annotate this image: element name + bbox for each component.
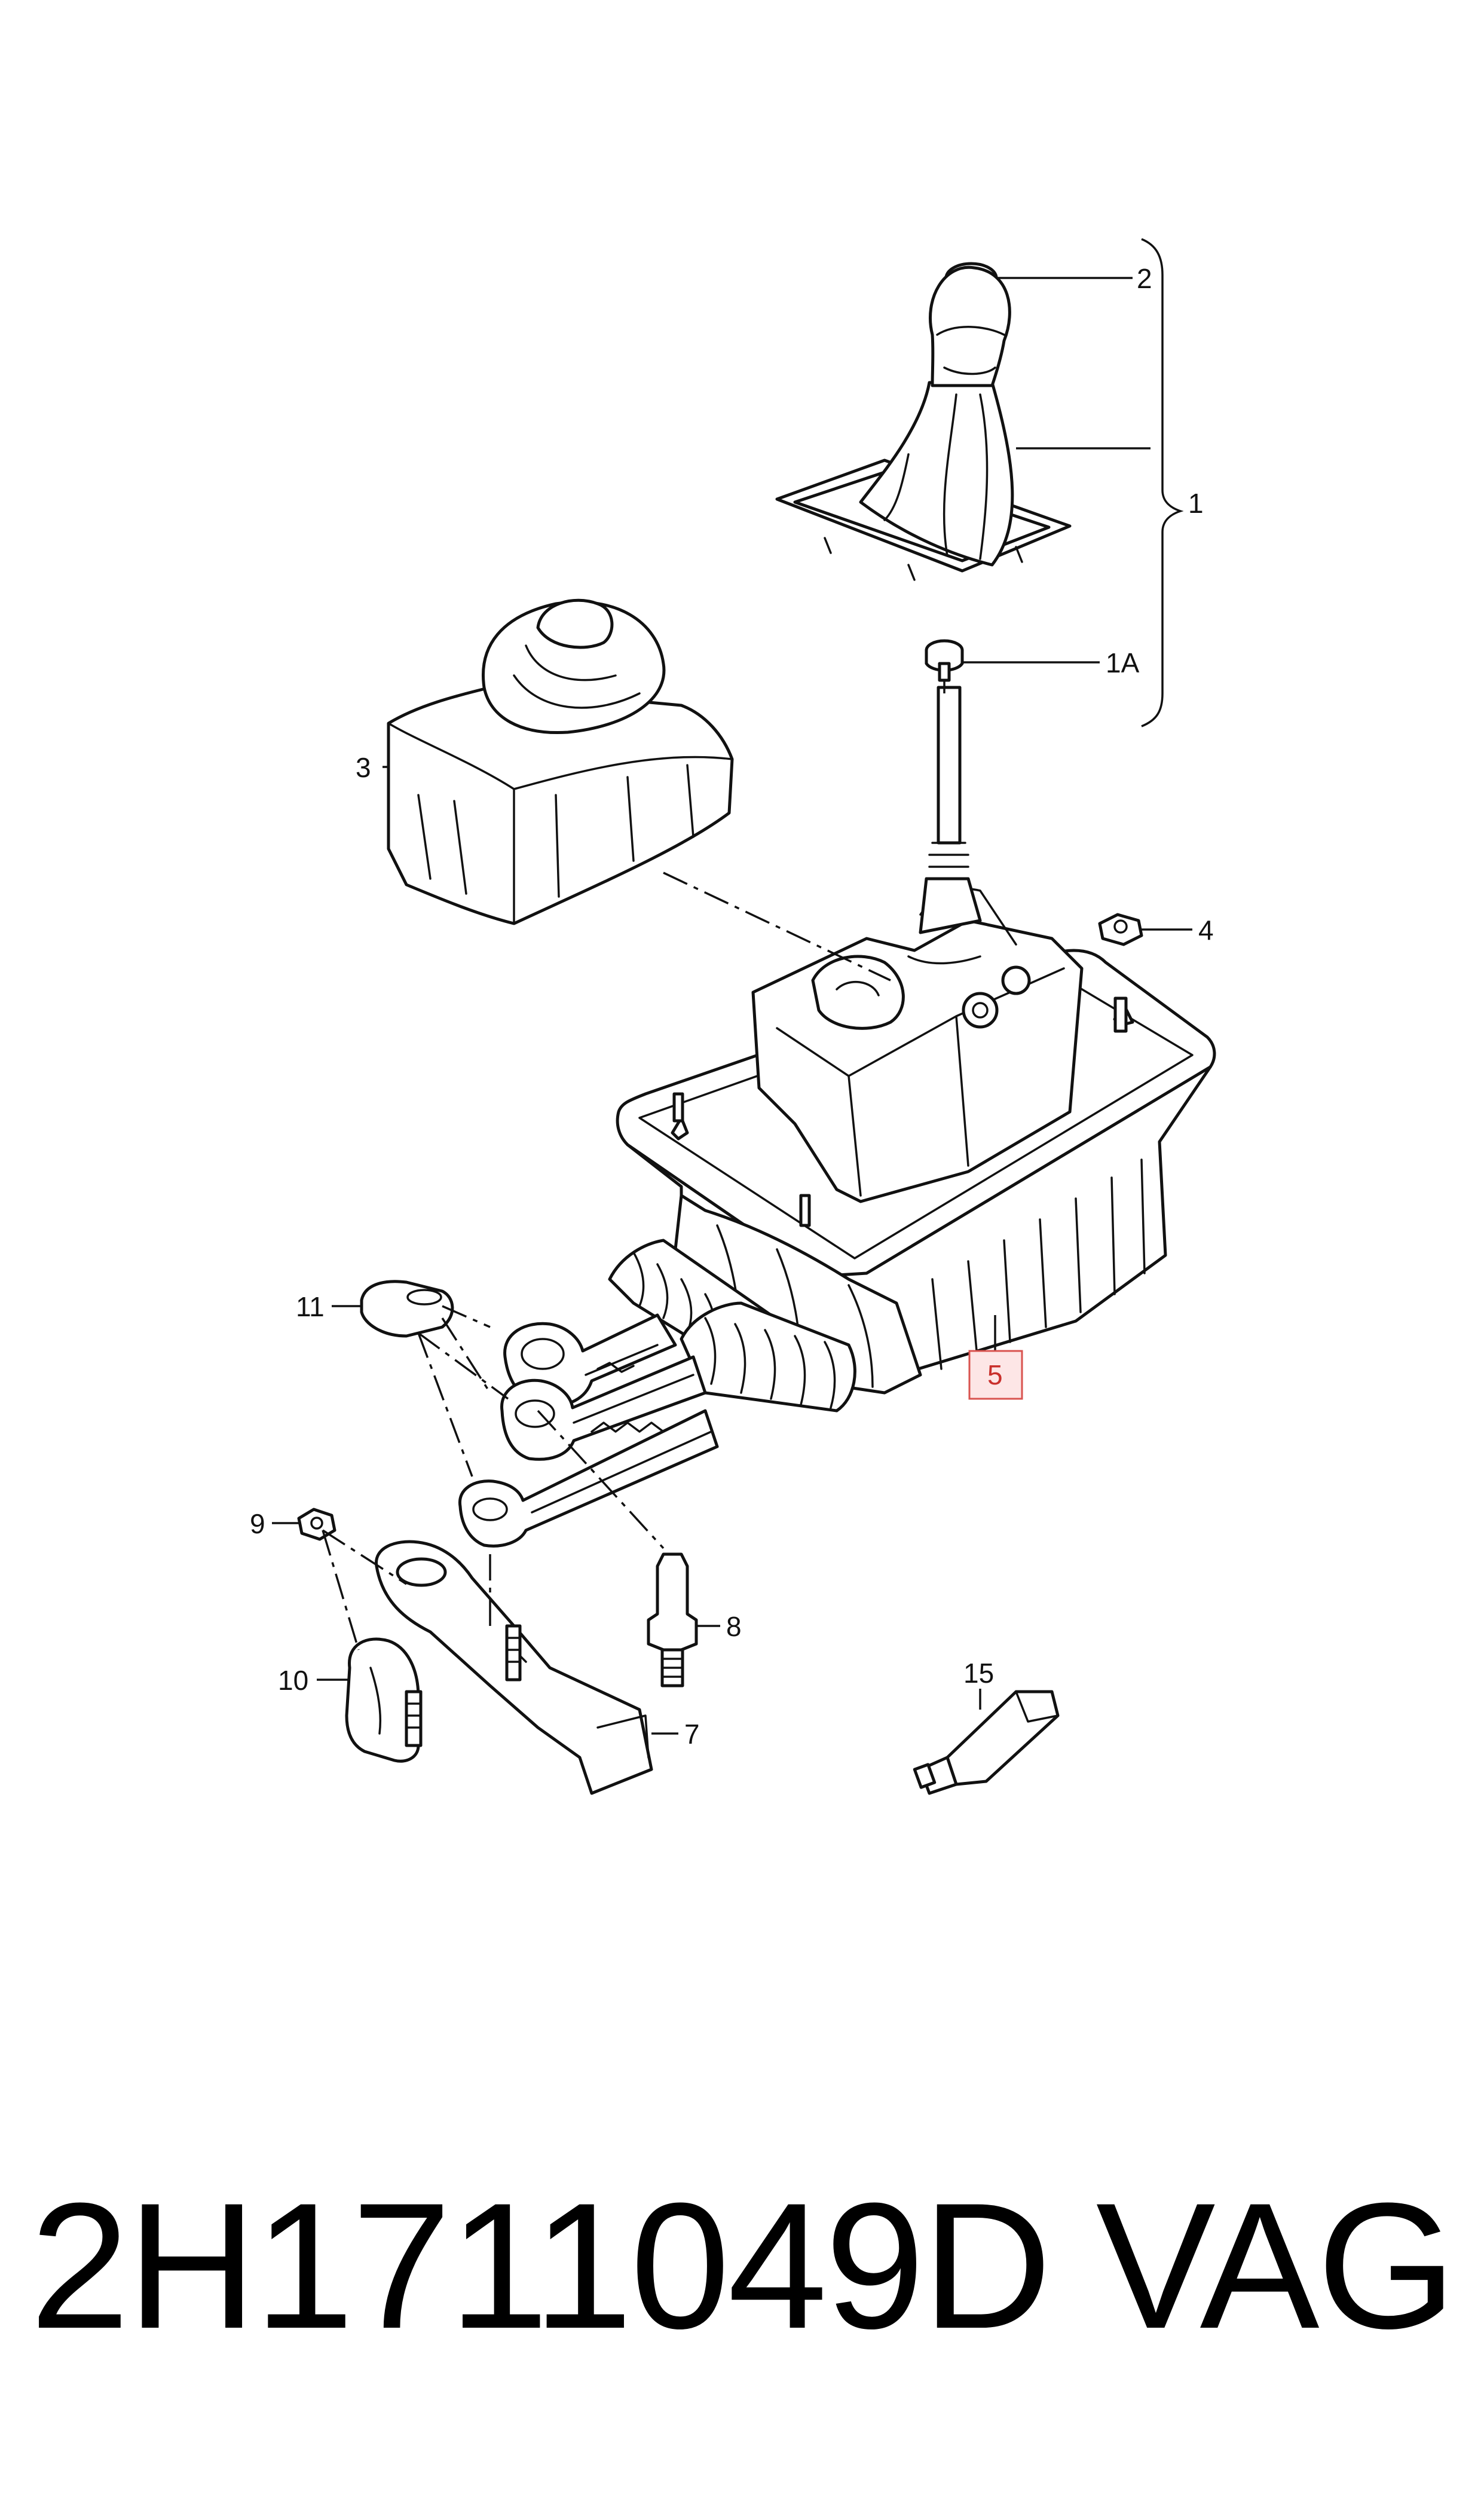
callout-11: 11: [296, 1291, 325, 1322]
gear-knob-with-boot: [775, 265, 1072, 581]
callout-9: 9: [250, 1508, 265, 1539]
grease-tube-15: [913, 1690, 1060, 1795]
callout-labels: 2 1 1A 3 4 5 11 9 10 8 7 15: [250, 263, 1214, 1750]
gear-selector-housing: [616, 877, 1216, 1395]
mounting-bracket-10: [345, 1637, 423, 1763]
callout-2: 2: [1137, 263, 1152, 294]
brand-name: VAG: [1096, 2165, 1457, 2366]
callout-1: 1: [1188, 488, 1204, 519]
shift-rod: [928, 686, 969, 880]
callout-5-highlight: [968, 1350, 1023, 1400]
caption-footer: 2H1711049D VAG: [30, 2165, 1457, 2366]
shift-rod-clip: [925, 639, 964, 682]
callout-5: 5: [987, 1359, 1003, 1390]
shift-cables-with-bellows: [458, 1239, 856, 1548]
assembly-lines: [322, 681, 946, 1650]
leader-lines: [272, 277, 1192, 1735]
callout-8: 8: [726, 1611, 742, 1642]
callout-10: 10: [278, 1665, 308, 1696]
retaining-clip-11: [360, 1280, 454, 1338]
exploded-parts-diagram: 2 1 1A 3 4 5 11 9 10 8 7 15: [250, 238, 1216, 1795]
group-bracket-1: [1141, 238, 1184, 727]
callout-3: 3: [356, 752, 371, 783]
callout-4: 4: [1198, 915, 1214, 946]
part-number: 2H1711049D: [30, 2165, 1052, 2366]
hex-nut-4: [1098, 913, 1143, 1033]
insulation-cover: [387, 598, 734, 925]
gear-shift-bracket-7: [375, 1540, 653, 1795]
callout-7: 7: [684, 1719, 700, 1750]
callout-1a: 1A: [1106, 647, 1140, 678]
stud-bolt-8: [647, 1552, 698, 1687]
callout-15: 15: [963, 1658, 994, 1689]
